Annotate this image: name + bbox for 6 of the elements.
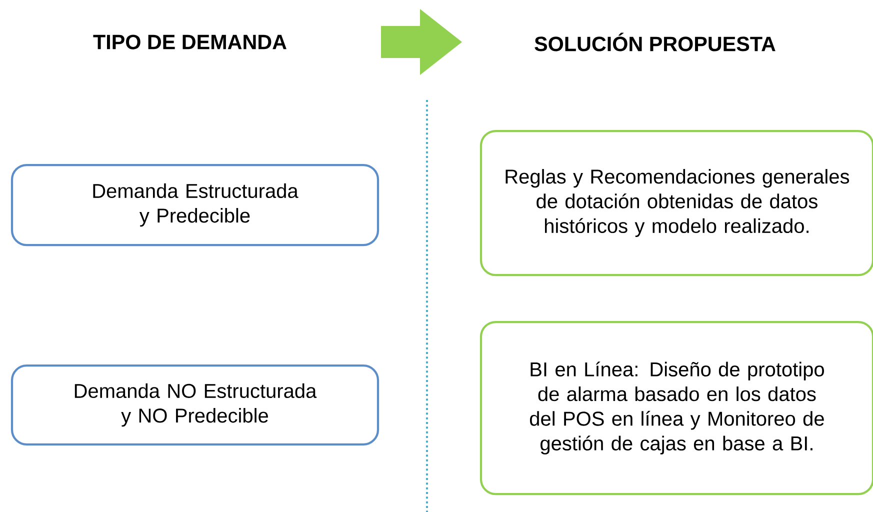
process-box: Demanda Estructurada y Predecible [10, 164, 380, 246]
process-box: Demanda NO Estructurada y NO Predecible [10, 364, 380, 446]
heading: TIPO DE DEMANDA [93, 34, 286, 50]
heading: SOLUCIÓN PROPUESTA [534, 32, 776, 52]
process-box: BI en Línea: Diseño de prototipo de alarma basado en los datos del POS en línea y Monitoreo de gestión de cajas en base a BI. [480, 320, 873, 496]
process-box: Reglas y Recomendaciones generales de dotación obtenidas de datos históricos y modelo realizado. [480, 130, 873, 276]
